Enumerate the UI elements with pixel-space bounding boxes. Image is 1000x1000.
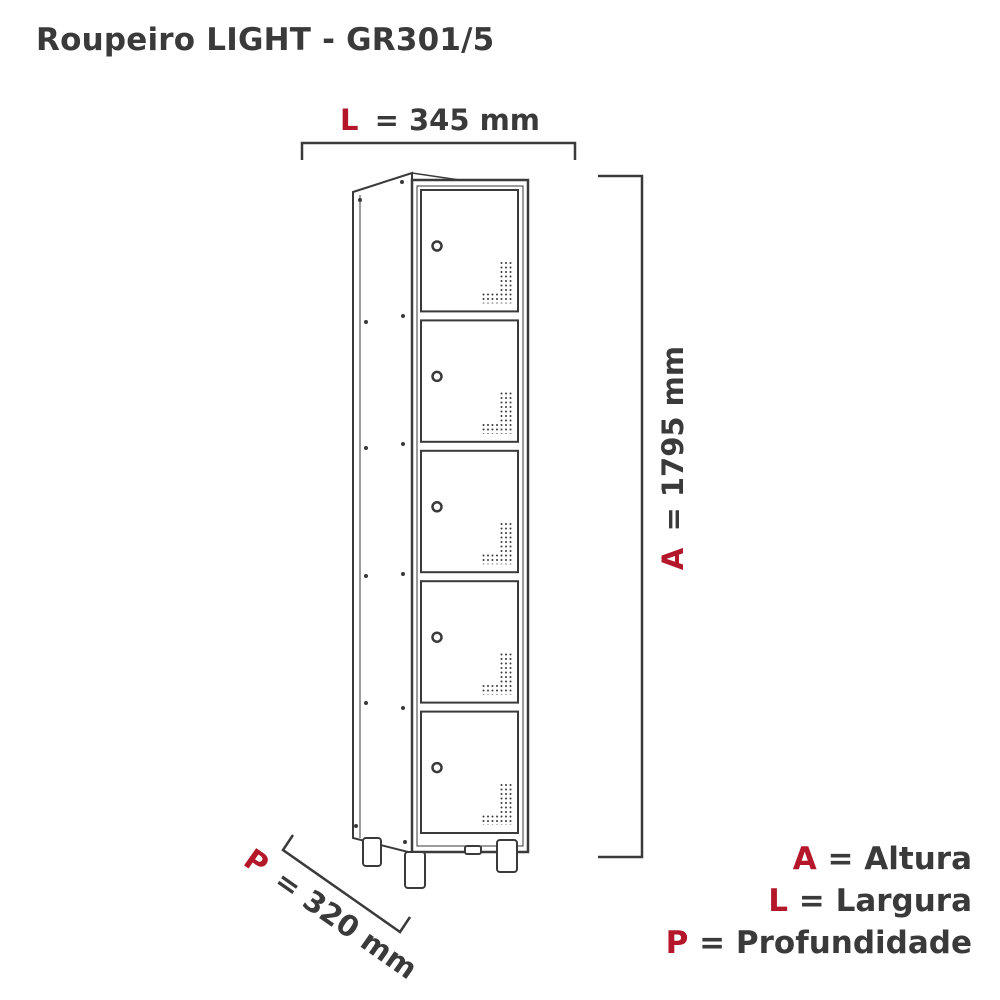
depth-bracket-line: [281, 834, 412, 934]
depth-value: = 320 mm: [269, 863, 424, 986]
locker-doors: [420, 189, 519, 834]
height-bracket-line: [598, 174, 644, 859]
door-vent: [480, 261, 512, 304]
door-lock-icon: [431, 501, 443, 513]
width-bracket-line: [300, 141, 577, 160]
locker-side-panel: [352, 171, 413, 855]
legend-item-largura: L = Largura: [666, 880, 972, 922]
locker-door: [420, 189, 519, 313]
door-lock-icon: [431, 631, 443, 643]
width-letter: L: [340, 103, 358, 137]
width-label: L = 345 mm: [340, 103, 540, 137]
door-vent: [480, 783, 512, 825]
locker-door: [420, 449, 519, 574]
width-dimension: L = 345 mm: [300, 103, 577, 160]
locker-door: [420, 710, 519, 834]
height-letter: A: [656, 547, 690, 570]
locker-door: [420, 319, 519, 443]
legend: A = Altura L = Largura P = Profundidade: [666, 838, 972, 964]
door-vent: [480, 652, 512, 695]
height-label: A = 1795 mm: [656, 346, 690, 570]
page-title: Roupeiro LIGHT - GR301/5: [36, 22, 495, 58]
door-lock-icon: [431, 370, 443, 383]
legend-item-profundidade: P = Profundidade: [666, 922, 972, 964]
legend-letter: P: [665, 925, 689, 961]
locker-drawing: [352, 171, 530, 889]
locker-feet: [362, 837, 518, 889]
legend-letter: L: [768, 883, 788, 919]
legend-letter: A: [792, 841, 817, 877]
door-vent: [480, 391, 512, 434]
door-lock-icon: [431, 761, 443, 774]
height-dimension: A = 1795 mm: [598, 174, 690, 859]
legend-text: = Altura: [827, 841, 972, 877]
locker-door: [420, 580, 519, 704]
door-lock-icon: [431, 240, 443, 252]
door-vent: [480, 522, 512, 565]
depth-dimension: P = 320 mm: [238, 834, 424, 986]
legend-item-altura: A = Altura: [666, 838, 972, 880]
depth-letter: P: [238, 842, 275, 882]
width-value: = 345 mm: [375, 103, 540, 137]
depth-label: P = 320 mm: [238, 842, 424, 986]
legend-text: = Profundidade: [699, 925, 972, 961]
height-value: = 1795 mm: [656, 346, 690, 532]
legend-text: = Largura: [798, 883, 972, 919]
side-rivets: [354, 180, 407, 844]
